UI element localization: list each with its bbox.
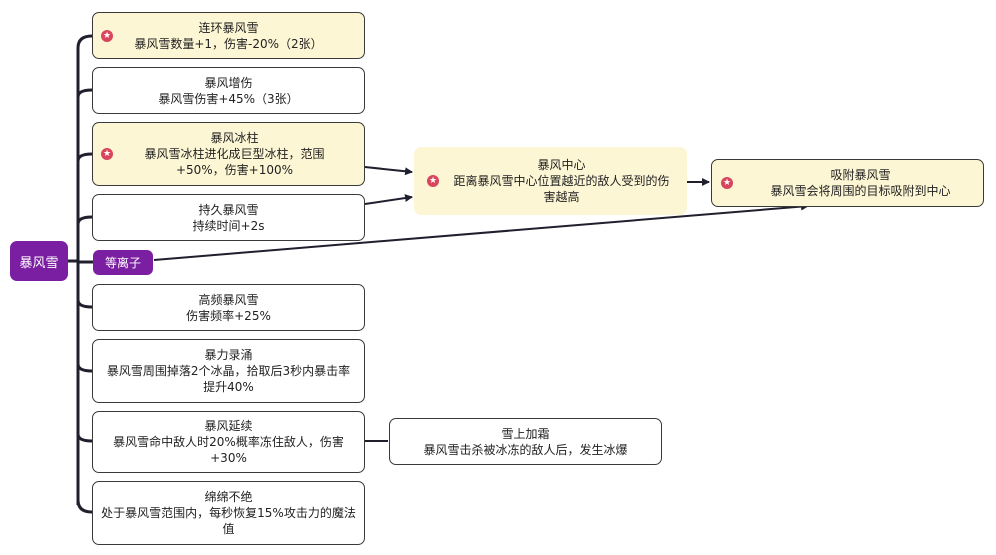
secondary-node-blizzard-center[interactable]: ★ 暴风中心 距离暴风雪中心位置越近的敌人受到的伤害越高 (414, 147, 687, 215)
node-description: 暴风雪命中敌人时20%概率冻住敌人，伤害+30% (113, 435, 344, 465)
tag-node-plasma[interactable]: 等离子 (93, 250, 153, 275)
node-title: 连环暴风雪 (198, 20, 259, 35)
node-title: 持久暴风雪 (198, 202, 259, 217)
node-title: 暴风增伤 (204, 75, 253, 90)
node-description: 暴风雪冰柱进化成巨型冰柱，范围+50%，伤害+100% (144, 147, 325, 177)
node-title: 暴力录涌 (204, 348, 253, 362)
node-description: 暴风雪击杀被冰冻的敌人后，发生冰爆 (423, 442, 628, 457)
root-node-label: 暴风雪 (19, 255, 59, 271)
root-node-blizzard[interactable]: 暴风雪 (10, 241, 68, 281)
node-title: 暴风延续 (204, 419, 253, 433)
branch-node-chain-blizzard[interactable]: ★ 连环暴风雪 暴风雪数量+1，伤害-20%（2张） (92, 12, 365, 59)
node-description: 暴风雪数量+1，伤害-20%（2张） (134, 36, 323, 51)
star-badge-icon: ★ (721, 177, 733, 189)
node-description: 持续时间+2s (192, 218, 265, 233)
star-badge-icon: ★ (101, 148, 113, 160)
star-badge-icon: ★ (427, 175, 439, 187)
tag-node-label: 等离子 (104, 256, 141, 270)
branch-node-endless[interactable]: 绵绵不绝 处于暴风雪范围内，每秒恢复15%攻击力的魔法值 (92, 481, 365, 545)
secondary-node-absorbing-blizzard[interactable]: ★ 吸附暴风雪 暴风雪会将周围的目标吸附到中心 (711, 159, 984, 207)
node-description: 伤害频率+25% (186, 308, 271, 323)
branch-node-high-frequency[interactable]: 高频暴风雪 伤害频率+25% (92, 284, 365, 331)
node-title: 绵绵不绝 (204, 490, 253, 504)
branch-node-blizzard-damage[interactable]: 暴风增伤 暴风雪伤害+45%（3张） (92, 67, 365, 114)
node-title: 高频暴风雪 (198, 292, 259, 307)
branch-node-lasting-blizzard[interactable]: 持久暴风雪 持续时间+2s (92, 194, 365, 241)
branch-node-violent-surge[interactable]: 暴力录涌 暴风雪周围掉落2个冰晶，拾取后3秒内暴击率提升40% (92, 339, 365, 403)
node-title: 雪上加霜 (501, 426, 550, 441)
node-description: 暴风雪伤害+45%（3张） (158, 91, 299, 106)
secondary-node-frost-on-snow[interactable]: 雪上加霜 暴风雪击杀被冰冻的敌人后，发生冰爆 (389, 418, 662, 465)
node-description: 处于暴风雪范围内，每秒恢复15%攻击力的魔法值 (101, 506, 356, 536)
node-title: 暴风中心 (537, 158, 586, 172)
branch-node-blizzard-continuation[interactable]: 暴风延续 暴风雪命中敌人时20%概率冻住敌人，伤害+30% (92, 411, 365, 473)
star-badge-icon: ★ (101, 29, 113, 42)
node-title: 暴风冰柱 (210, 131, 259, 145)
node-description: 暴风雪周围掉落2个冰晶，拾取后3秒内暴击率提升40% (106, 364, 351, 394)
branch-node-blizzard-icicle[interactable]: ★ 暴风冰柱 暴风雪冰柱进化成巨型冰柱，范围+50%，伤害+100% (92, 122, 365, 186)
node-description: 暴风雪会将周围的目标吸附到中心 (770, 184, 951, 198)
node-description: 距离暴风雪中心位置越近的敌人受到的伤害越高 (453, 174, 670, 204)
node-title: 吸附暴风雪 (830, 168, 891, 182)
